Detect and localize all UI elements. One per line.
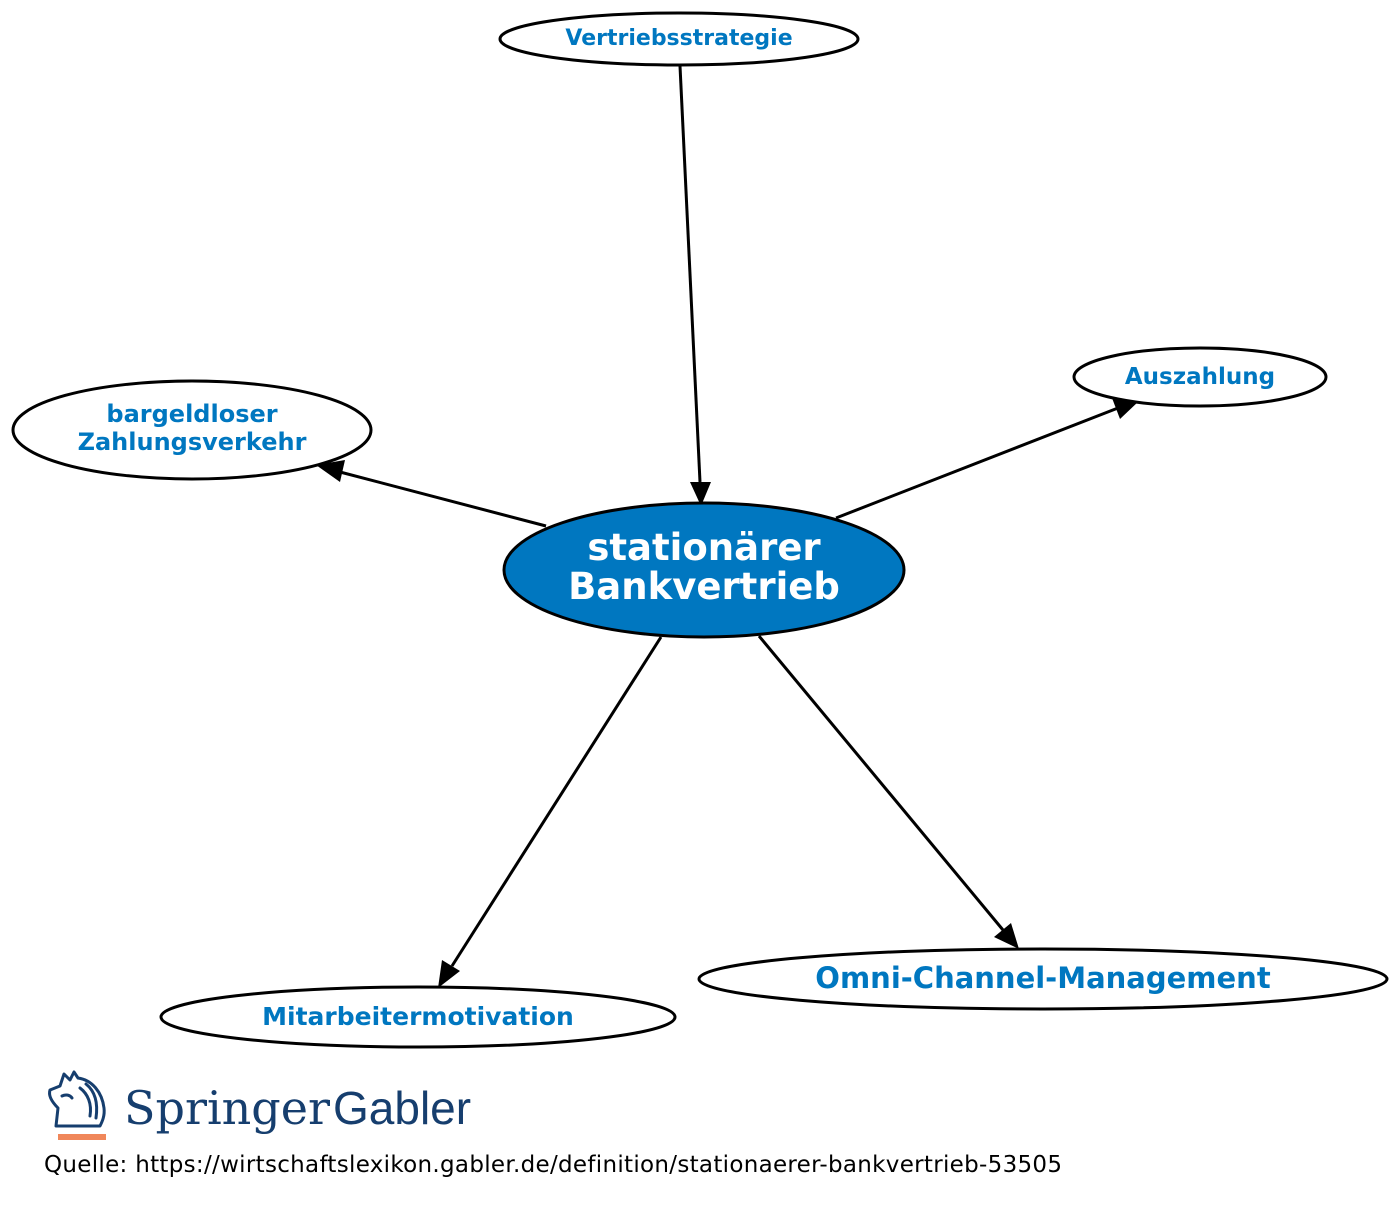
edge-vertriebsstrategie-to-center [678, 65, 702, 483]
edge-center-to-auszahlung [835, 406, 1119, 520]
arrowhead [690, 482, 711, 506]
node-shape [498, 11, 860, 67]
node-shape [697, 947, 1389, 1011]
node-mitarbeitermotivation[interactable]: Mitarbeitermotivation [159, 985, 677, 1049]
center-node-label-line2: Bankvertrieb [568, 565, 840, 608]
node-auszahlung[interactable]: Auszahlung [1072, 346, 1328, 408]
arrowhead [316, 460, 345, 482]
logo-underline [58, 1134, 106, 1140]
arrowhead [994, 923, 1019, 949]
node-label: Auszahlung [1125, 364, 1275, 390]
node-label-line2: Zahlungsverkehr [78, 428, 307, 456]
node-bargeldloser-zahlungsverkehr[interactable]: bargeldloser Zahlungsverkehr [11, 379, 373, 481]
center-node-shape [502, 501, 906, 639]
edges [316, 65, 1139, 988]
arrowhead [438, 960, 460, 988]
node-shape [159, 985, 677, 1049]
source-citation: Quelle: https://wirtschaftslexikon.gable… [44, 1152, 1063, 1178]
node-label: Omni-Channel-Management [815, 961, 1271, 995]
edge-center-to-omni-channel [757, 635, 1005, 931]
logo-word-springer: Springer [124, 1081, 330, 1135]
arrowhead [1112, 398, 1139, 419]
edge-center-to-mitarbeitermotivation [450, 636, 663, 967]
node-label: Vertriebsstrategie [565, 26, 792, 51]
center-node[interactable]: stationärer Bankvertrieb [502, 501, 906, 639]
edge-center-to-bargeldloser [339, 470, 547, 528]
node-shape [1072, 346, 1328, 408]
center-node-label-line1: stationärer [587, 526, 821, 569]
node-label: Mitarbeitermotivation [262, 1002, 574, 1031]
springer-gabler-logo: Springer Gabler [48, 1070, 471, 1140]
knight-horse-icon [48, 1070, 106, 1128]
node-vertriebsstrategie[interactable]: Vertriebsstrategie [498, 11, 860, 67]
node-omni-channel-management[interactable]: Omni-Channel-Management [697, 947, 1389, 1011]
node-shape [11, 379, 373, 481]
logo-word-gabler: Gabler [333, 1082, 471, 1134]
node-label-line1: bargeldloser [106, 400, 277, 428]
